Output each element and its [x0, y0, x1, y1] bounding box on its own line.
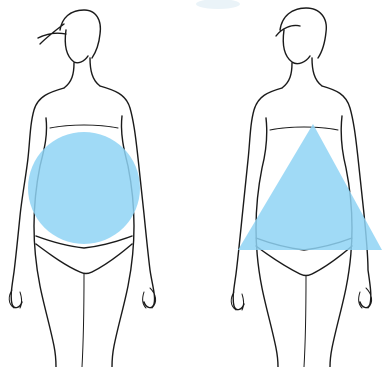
left-hair [38, 10, 100, 58]
figure-left [9, 10, 155, 367]
circle-shape [28, 132, 140, 244]
right-legs-split [304, 276, 306, 367]
top-smudge [196, 0, 240, 9]
left-face [65, 30, 88, 63]
right-bust-band [270, 127, 338, 130]
left-legs-split [82, 274, 84, 367]
figure-right [231, 8, 382, 367]
left-neck [64, 58, 100, 88]
left-bust-band [50, 125, 118, 128]
right-face [283, 30, 310, 64]
triangle-shape [238, 124, 382, 250]
